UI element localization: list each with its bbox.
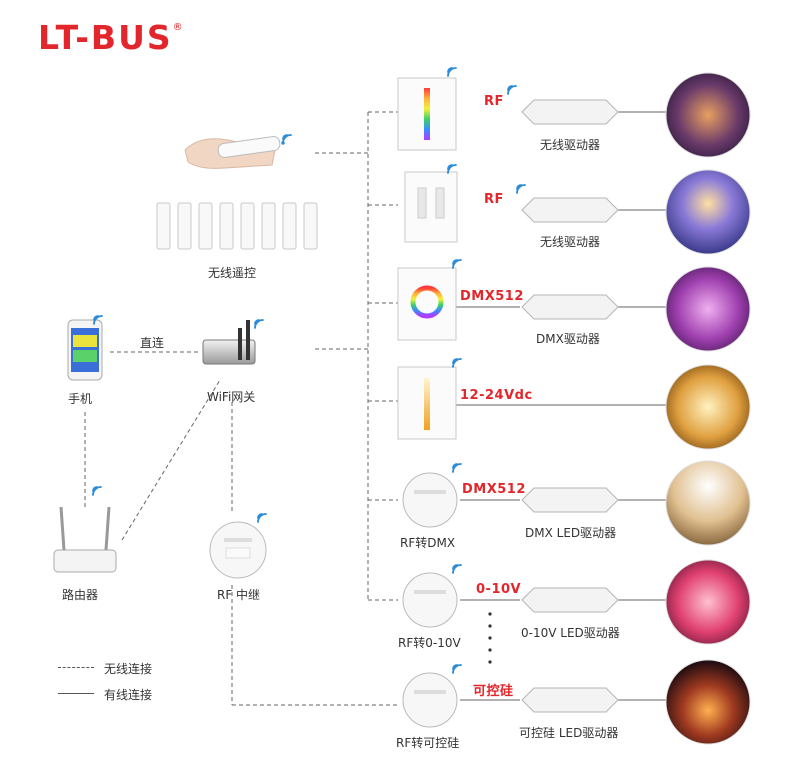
wifi-signal-icons — [92, 67, 526, 674]
signal-label-6: 可控硅 — [473, 684, 514, 699]
scene-3 — [665, 364, 751, 450]
repeater-label: RF 中继 — [217, 588, 261, 602]
wifi-icon-module-6 — [452, 664, 462, 674]
legend-wireless-label: 无线连接 — [104, 662, 153, 676]
module-4-rf-dmx — [402, 472, 458, 528]
signal-label-4: DMX512 — [462, 482, 526, 497]
wifi-icon-driver-1 — [516, 184, 526, 194]
wifi-icon-repeater — [257, 513, 267, 523]
wifi-icon-panel-3 — [452, 358, 462, 368]
wifi-icon-module-5 — [452, 564, 462, 574]
scene-4 — [665, 460, 751, 546]
router-icon — [53, 506, 117, 573]
legend-wired-label: 有线连接 — [104, 688, 153, 702]
wifi-gateway-label: WiFi网关 — [207, 390, 256, 404]
panel-0-rainbow — [397, 77, 457, 151]
driver-label-2: DMX驱动器 — [536, 332, 600, 346]
module-5-rf-0-10v — [402, 572, 458, 628]
phone-icon — [67, 319, 103, 381]
legend-wired-line — [58, 693, 94, 694]
remote-hand — [184, 136, 281, 169]
panel-2-colorwheel — [397, 267, 457, 341]
driver-label-4: DMX LED驱动器 — [525, 526, 617, 540]
signal-label-2: DMX512 — [460, 289, 524, 304]
wifi-icon-phone — [93, 315, 103, 325]
driver-label-0: 无线驱动器 — [540, 138, 601, 152]
wifi-icon-gateway — [254, 319, 264, 329]
rf-repeater-icon — [209, 521, 267, 579]
wifi-gateway-icon — [202, 320, 256, 365]
panel-1-dual — [404, 171, 458, 243]
direct-connect-label: 直连 — [140, 336, 165, 350]
legend-wireless-line — [58, 667, 94, 668]
scene-2 — [665, 266, 751, 352]
router-label: 路由器 — [62, 588, 99, 602]
wifi-icon-driver-0 — [507, 85, 517, 95]
remote-icon-row — [156, 202, 318, 250]
signal-label-1: RF — [484, 192, 504, 207]
connection-lines — [84, 111, 668, 706]
driver-label-5: 0-10V LED驱动器 — [521, 626, 620, 640]
remote-label: 无线遥控 — [208, 266, 257, 280]
wifi-icon-panel-1 — [447, 164, 457, 174]
module-label-6: RF转可控硅 — [396, 736, 460, 750]
logo-text: LT-BUS — [38, 18, 173, 57]
panel-3-amber — [397, 366, 457, 440]
scene-5 — [665, 559, 751, 645]
wifi-icon-router — [92, 486, 102, 496]
wifi-icon-panel-2 — [452, 259, 462, 269]
module-label-4: RF转DMX — [400, 536, 456, 550]
signal-label-0: RF — [484, 94, 504, 109]
wifi-icon-remote — [281, 134, 292, 145]
router-to-gateway — [121, 379, 221, 541]
driver-label-6: 可控硅 LED驱动器 — [519, 726, 619, 740]
signal-label-3: 12-24Vdc — [460, 388, 533, 403]
wifi-icon-module-4 — [452, 463, 462, 473]
scene-6 — [665, 659, 751, 745]
scene-1 — [665, 169, 751, 255]
scene-photos — [665, 72, 751, 745]
brand-logo: LT-BUS® — [38, 18, 185, 57]
drivers — [521, 99, 619, 713]
registered-mark: ® — [172, 22, 185, 33]
phone-label: 手机 — [68, 392, 93, 406]
module-label-5: RF转0-10V — [398, 636, 461, 650]
signal-label-5: 0-10V — [476, 582, 522, 597]
wifi-icon-panel-0 — [447, 67, 457, 77]
module-6-rf-triac — [402, 672, 458, 728]
ellipsis-dots — [488, 612, 492, 664]
scene-0 — [665, 72, 751, 158]
driver-label-1: 无线驱动器 — [540, 235, 601, 249]
